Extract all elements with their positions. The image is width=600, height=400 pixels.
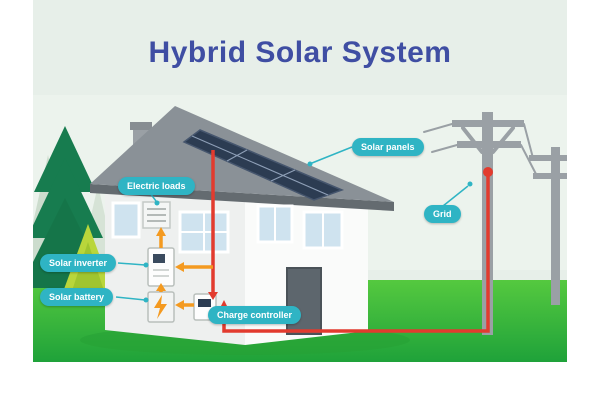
label-solar-battery: Solar battery <box>40 288 114 306</box>
grid-connection-dot <box>483 167 493 177</box>
label-grid: Grid <box>424 205 461 223</box>
label-solar-inverter: Solar inverter <box>40 254 117 272</box>
battery-box <box>147 291 175 323</box>
door <box>286 267 322 335</box>
label-solar-panels: Solar panels <box>352 138 424 156</box>
ac-unit <box>142 201 171 229</box>
lightning-bolt-icon <box>154 295 167 319</box>
diagram-title: Hybrid Solar System <box>148 36 452 69</box>
solar-panel-array <box>182 129 345 201</box>
inverter-box <box>147 247 175 287</box>
label-electric-loads: Electric loads <box>118 177 195 195</box>
window-large <box>178 210 230 254</box>
power-lines <box>423 123 538 177</box>
window <box>111 201 141 239</box>
orange-wires <box>156 227 213 310</box>
front-windows <box>256 204 344 250</box>
label-charge-controller: Charge controller <box>208 306 302 324</box>
